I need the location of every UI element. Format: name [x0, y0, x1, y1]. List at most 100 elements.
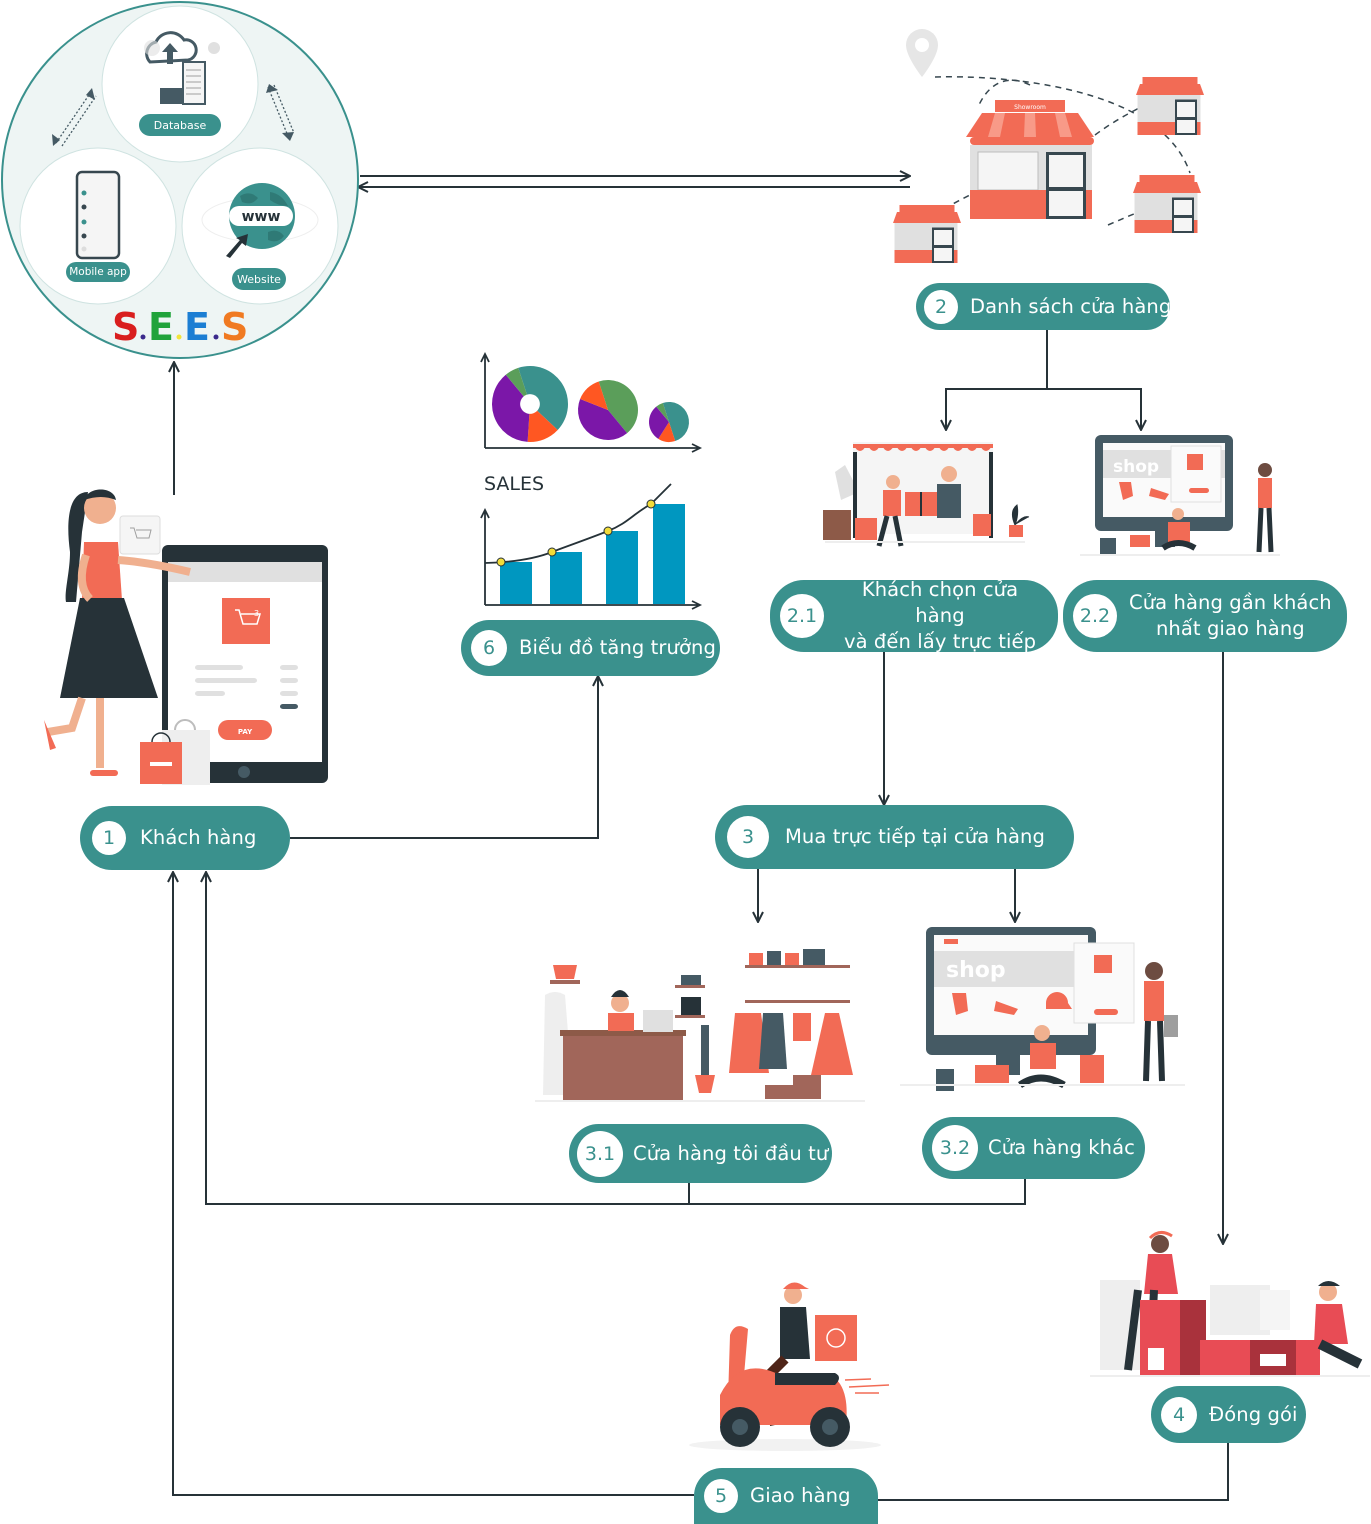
bar-chart-y-axis: [480, 507, 490, 605]
step-number-badge: 2: [924, 289, 958, 324]
step-5-delivery[interactable]: 5 Giao hàng: [694, 1468, 878, 1524]
step-label: Cửa hàng khác: [988, 1136, 1135, 1159]
sales-bar: [653, 504, 685, 604]
step-4-packing[interactable]: 4 Đóng gói: [1151, 1386, 1306, 1443]
packing-illustration: [1090, 1231, 1370, 1377]
pie-slice: [598, 380, 638, 434]
store-pickup-illustration: [823, 442, 1030, 547]
step-6-growth-chart[interactable]: 6 Biểu đồ tăng trưởng: [461, 620, 720, 676]
step-3-buy-in-store[interactable]: 3 Mua trực tiếp tại cửa hàng: [715, 805, 1074, 869]
pie-slice: [527, 404, 558, 442]
other-store-illustration: shop: [900, 927, 1185, 1091]
tablet-icon: 3 PAY: [162, 545, 328, 783]
pie-slice: [658, 422, 676, 442]
shop-banner-text: shop: [946, 958, 1006, 983]
step-number-badge: 3: [727, 816, 769, 858]
sees-letter-e: E: [148, 305, 174, 349]
woman-shopper: [44, 489, 191, 776]
sees-logo: S E E S: [112, 305, 248, 349]
pie-slice: [578, 398, 628, 440]
step-label: Biểu đồ tăng trưởng: [519, 636, 716, 659]
globe-www-icon: www: [201, 183, 319, 258]
website-label[interactable]: Website: [232, 268, 286, 290]
delivery-scooter-illustration: [689, 1282, 890, 1451]
sees-letter-s: S: [112, 305, 139, 349]
sales-bar: [500, 562, 532, 604]
pie-chart-y-axis: [480, 351, 490, 448]
online-shop-delivery-illustration: shop: [1080, 435, 1280, 556]
donut-hole: [520, 394, 540, 414]
step-label: Khách hàng: [140, 826, 257, 849]
pay-button-text: PAY: [238, 728, 253, 736]
step-label: Khách chọn cửa hàng và đến lấy trực tiếp: [843, 578, 1037, 653]
location-pin-icon: [906, 29, 938, 77]
trend-point: [547, 547, 557, 557]
growth-charts-illustration: SALES: [480, 351, 703, 610]
step-3-1-own-store[interactable]: 3.1 Cửa hàng tôi đầu tư: [569, 1124, 832, 1183]
trend-point: [603, 526, 613, 536]
step-number-badge: 3.2: [932, 1125, 978, 1171]
arrow-customer-to-chart: [290, 676, 598, 839]
store-network-illustration: Showroom: [893, 29, 1204, 263]
arrow-step2-to-21: [946, 388, 1047, 430]
trend-point: [646, 499, 656, 509]
sales-bar: [606, 531, 638, 604]
www-text: www: [242, 209, 281, 225]
step-label: Cửa hàng tôi đầu tư: [633, 1141, 829, 1165]
pie-slice: [580, 381, 608, 410]
pie-slice: [505, 367, 530, 404]
step-label: Danh sách cửa hàng: [970, 294, 1172, 318]
step-label: Cửa hàng gần khách nhất giao hàng: [1129, 591, 1332, 640]
step-number-badge: 5: [704, 1479, 738, 1513]
step-label: Giao hàng: [750, 1484, 851, 1507]
step-number-badge: 4: [1161, 1396, 1197, 1433]
showroom-store-icon: Showroom: [966, 100, 1094, 219]
step-2-2-nearest-store[interactable]: 2.2 Cửa hàng gần khách nhất giao hàng: [1063, 580, 1347, 652]
customer-shopping-illustration: 3 PAY: [44, 489, 328, 785]
pie-slice: [662, 402, 689, 442]
trend-line: [484, 483, 672, 564]
pie-chart-x-axis: [485, 443, 703, 453]
step-number-badge: 2.2: [1073, 594, 1117, 638]
pie-slice: [656, 402, 669, 422]
step-1-customer[interactable]: 1 Khách hàng: [80, 806, 290, 870]
counter-desk: [563, 1033, 683, 1101]
mobile-phone-icon: [75, 170, 121, 260]
pie-slice: [518, 366, 568, 431]
database-label[interactable]: Database: [139, 114, 221, 136]
platform-hub: www S E E S: [1, 1, 359, 359]
sales-label: SALES: [484, 473, 544, 495]
arrow-step2-to-22: [1047, 388, 1141, 430]
sees-letter-s: S: [221, 305, 248, 349]
bar-chart-x-axis: [485, 600, 703, 610]
pie-slice: [649, 406, 669, 439]
branch-store-icon: [893, 205, 961, 263]
showroom-sign-text: Showroom: [1014, 104, 1046, 111]
branch-store-icon: [1136, 77, 1204, 135]
step-3-2-other-store[interactable]: 3.2 Cửa hàng khác: [922, 1117, 1145, 1179]
step-2-store-list[interactable]: 2 Danh sách cửa hàng: [916, 283, 1172, 330]
database-icon: [144, 31, 220, 105]
arrow-stores-to-customer: [206, 872, 1026, 1205]
sync-arrows: [55, 84, 295, 147]
step-label: Đóng gói: [1209, 1402, 1298, 1426]
mobile-app-label[interactable]: Mobile app: [66, 262, 130, 282]
delivery-box-icon: [815, 1315, 857, 1361]
shop-banner-text: shop: [1113, 457, 1159, 477]
sees-letter-e: E: [184, 305, 210, 349]
pie-slice: [492, 374, 530, 442]
step-number-badge: 3.1: [577, 1130, 623, 1177]
database-circle: [101, 5, 259, 163]
branch-store-icon: [1133, 175, 1201, 233]
step-number-badge: 6: [471, 630, 507, 666]
arrow-delivery-to-customer: [173, 872, 694, 1496]
trend-point: [496, 557, 506, 567]
step-label: Mua trực tiếp tại cửa hàng: [785, 825, 1045, 848]
shopping-bags-icon: [140, 719, 210, 785]
step-number-badge: 2.1: [780, 594, 824, 638]
step-2-1-pickup[interactable]: 2.1 Khách chọn cửa hàng và đến lấy trực …: [770, 578, 1058, 653]
own-store-illustration: [535, 949, 865, 1102]
sales-bar: [550, 552, 582, 604]
step-number-badge: 1: [92, 821, 126, 855]
